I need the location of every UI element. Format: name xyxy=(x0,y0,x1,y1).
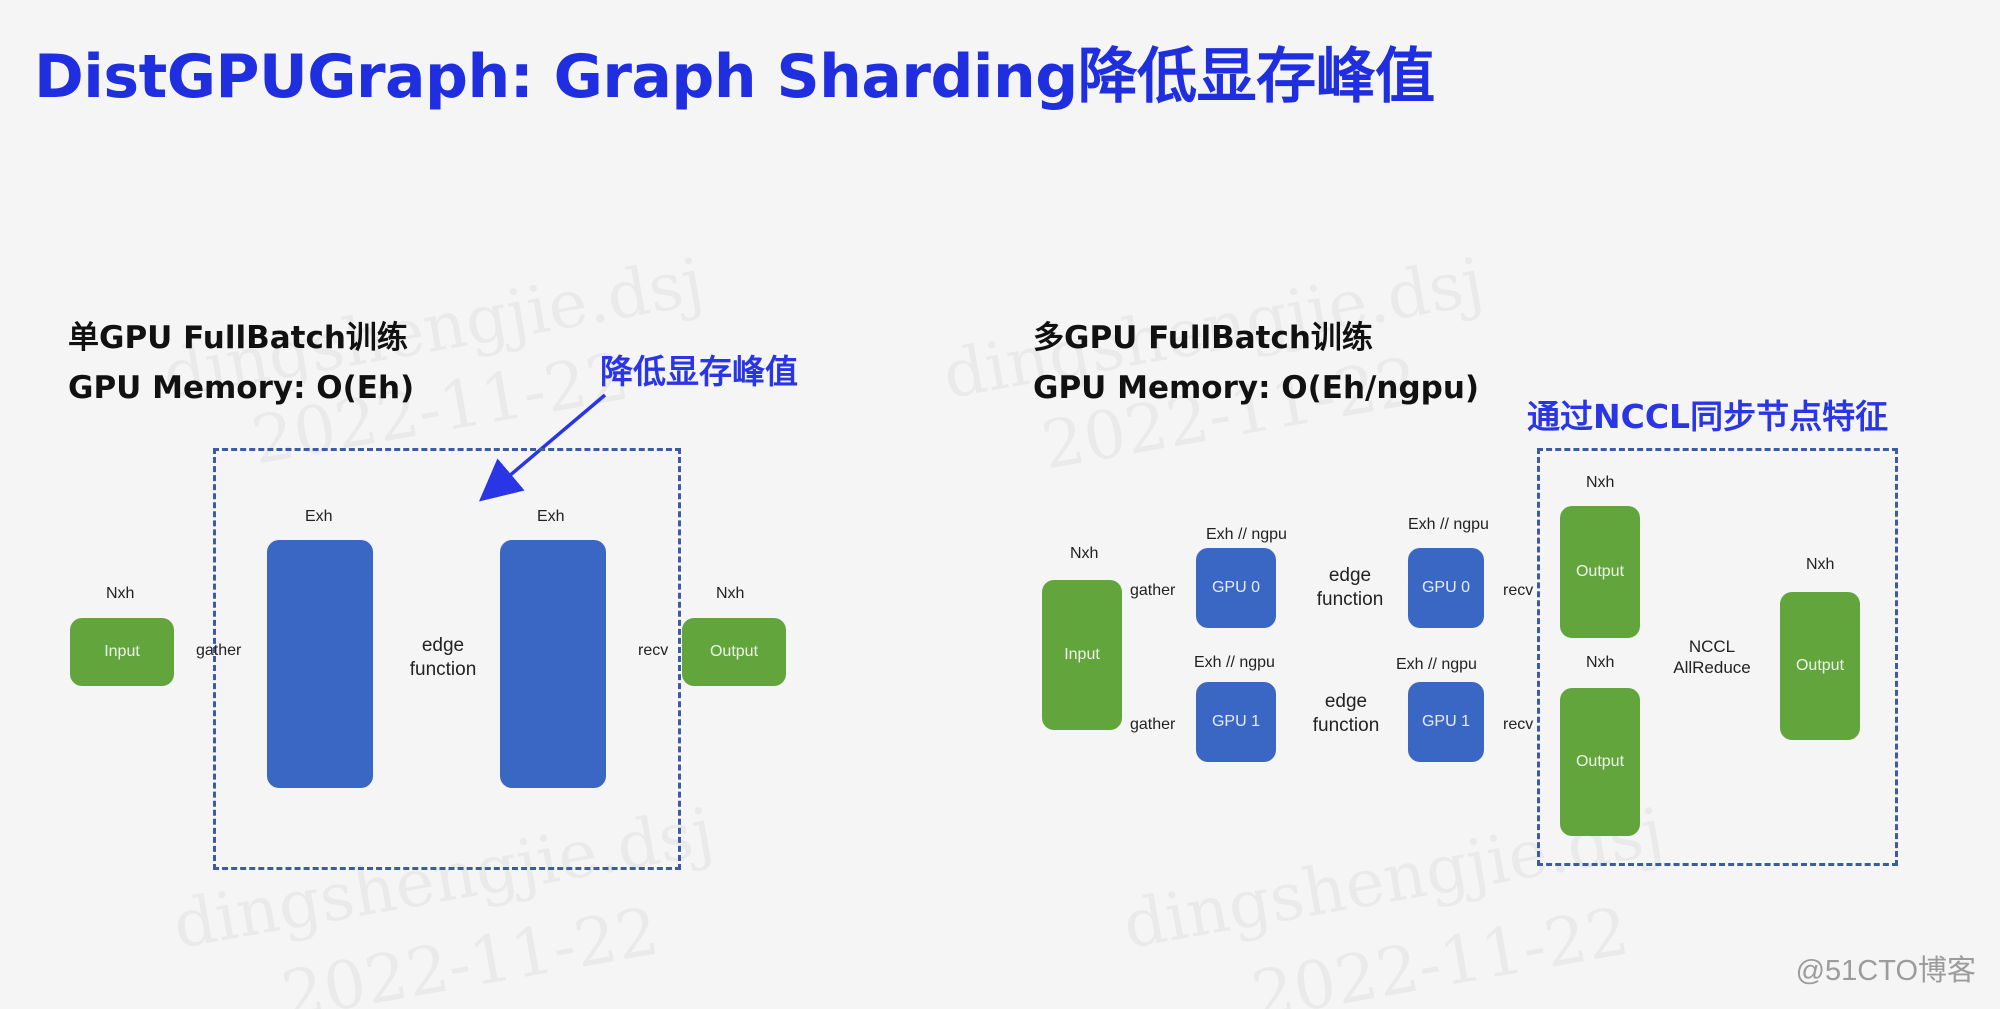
single-gpu-heading: 单GPU FullBatch训练 xyxy=(68,320,408,356)
watermark-date: 2022-11-22 xyxy=(276,893,664,1009)
recv-label: recv xyxy=(1503,582,1534,599)
final-output-node: Output xyxy=(1780,592,1860,740)
nccl-allreduce-label: NCCL AllReduce xyxy=(1673,637,1751,678)
recv-label: recv xyxy=(638,642,669,659)
gpu-0-node: GPU 0 xyxy=(1408,548,1484,628)
single-gpu-memory: GPU Memory: O(Eh) xyxy=(68,370,415,406)
output-dim-label: Nxh xyxy=(716,585,745,602)
gather-label: gather xyxy=(1130,582,1176,599)
page-title: DistGPUGraph: Graph Sharding降低显存峰值 xyxy=(34,42,1435,112)
gpu-1-node: GPU 1 xyxy=(1408,682,1484,762)
watermark-date: 2022-11-22 xyxy=(1036,343,1424,485)
multi-gpu-heading: 多GPU FullBatch训练 xyxy=(1033,320,1373,356)
gpu-1-node: GPU 1 xyxy=(1196,682,1276,762)
multi-gpu-memory: GPU Memory: O(Eh/ngpu) xyxy=(1033,370,1480,406)
edge-tensor-block xyxy=(500,540,606,788)
output-dim-label: Nxh xyxy=(1586,654,1615,671)
callout-arrow-icon xyxy=(478,393,607,502)
watermark-date: 2022-11-22 xyxy=(1246,893,1634,1009)
recv-label: recv xyxy=(1503,716,1534,733)
gather-label: gather xyxy=(196,642,242,659)
edge-function-label: edge function xyxy=(1316,565,1384,610)
edge-function-label: edge function xyxy=(409,635,477,680)
gpu-shard-dim-label: Exh // ngpu xyxy=(1408,516,1489,533)
output-node: Output xyxy=(1560,506,1640,638)
gpu-shard-dim-label: Exh // ngpu xyxy=(1194,654,1275,671)
reduce-peak-memory-callout: 降低显存峰值 xyxy=(600,352,798,391)
edge-tensor-block xyxy=(267,540,373,788)
output-node: Output xyxy=(1560,688,1640,836)
single-gpu-edge-region xyxy=(213,448,681,870)
gpu-shard-dim-label: Exh // ngpu xyxy=(1396,656,1477,673)
gpu-0-node: GPU 0 xyxy=(1196,548,1276,628)
input-dim-label: Nxh xyxy=(1070,545,1099,562)
nccl-allreduce-region xyxy=(1537,448,1898,866)
edge-tensor-dim-label: Exh xyxy=(537,508,565,525)
edge-function-label: edge function xyxy=(1312,691,1380,736)
site-credit: @51CTO博客 xyxy=(1795,955,1976,987)
gpu-shard-dim-label: Exh // ngpu xyxy=(1206,526,1287,543)
output-node: Output xyxy=(682,618,786,686)
output-dim-label: Nxh xyxy=(1586,474,1615,491)
input-node: Input xyxy=(70,618,174,686)
gather-label: gather xyxy=(1130,716,1176,733)
input-node: Input xyxy=(1042,580,1122,730)
final-output-dim-label: Nxh xyxy=(1806,556,1835,573)
input-dim-label: Nxh xyxy=(106,585,135,602)
edge-tensor-dim-label: Exh xyxy=(305,508,333,525)
nccl-sync-callout: 通过NCCL同步节点特征 xyxy=(1527,397,1889,436)
